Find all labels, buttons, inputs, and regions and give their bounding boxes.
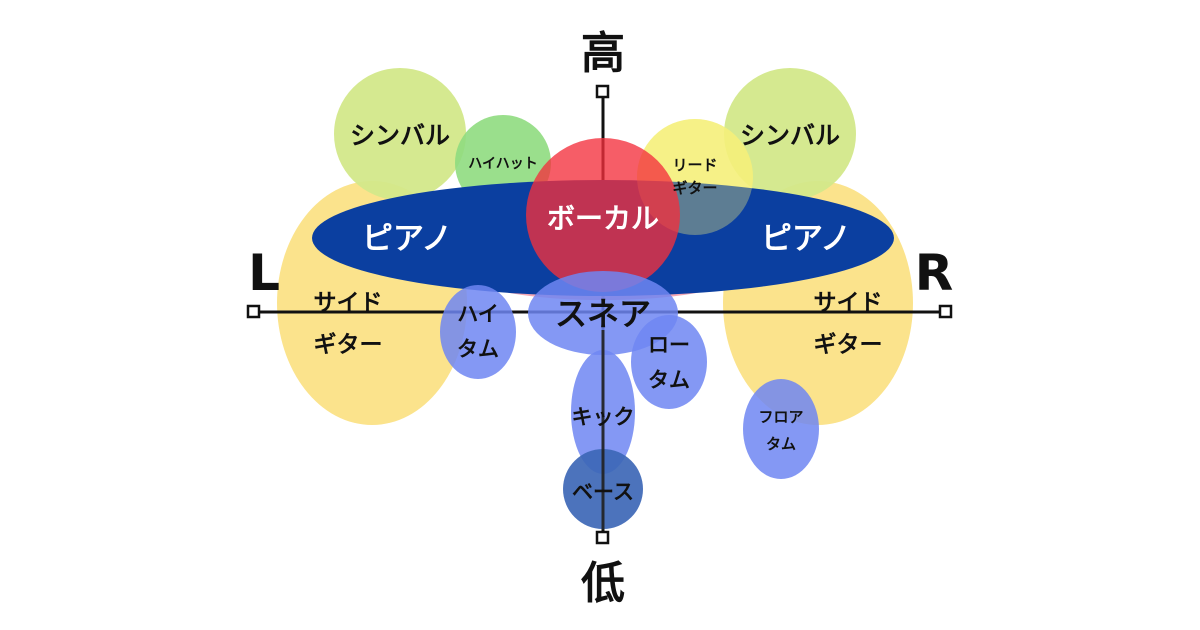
- piano-right-label: ピアノ: [761, 221, 851, 257]
- hi-tom-region: [440, 285, 516, 379]
- hi-tom-label-line1: ハイ: [457, 302, 499, 326]
- cymbal-left-region: [334, 68, 466, 200]
- cymbal-right-label: シンバル: [740, 121, 840, 150]
- floor-tom-region: [743, 379, 819, 479]
- axis-left-endpoint: [246, 304, 261, 319]
- kick-label: キック: [572, 405, 635, 429]
- floor-tom-label-line1: フロア: [758, 408, 803, 426]
- vocal-label: ボーカル: [547, 202, 659, 235]
- floor-tom-label-line2: タム: [766, 435, 796, 453]
- axis-label-right: R: [915, 244, 954, 302]
- cymbal-right-region: [724, 68, 856, 200]
- axis-top-endpoint: [595, 84, 610, 99]
- lead-guitar-label-line2: ギター: [672, 179, 717, 197]
- vocal-region: [526, 138, 680, 292]
- axis-label-low: 低: [581, 558, 625, 609]
- hihat-label: ハイハット: [468, 156, 537, 172]
- axis-bottom-endpoint: [595, 530, 610, 545]
- axis-label-left: L: [248, 244, 280, 302]
- cymbal-left-label: シンバル: [350, 121, 450, 150]
- bass-label: ベース: [572, 480, 634, 504]
- low-tom-label-line1: ロー: [648, 333, 690, 357]
- low-tom-region: [631, 315, 707, 409]
- side-guitar-left-label-line1: サイド: [314, 290, 383, 316]
- low-tom-label-line2: タム: [648, 368, 690, 392]
- snare-label: スネア: [555, 295, 651, 333]
- hi-tom-label-line2: タム: [457, 337, 499, 361]
- side-guitar-right-label-line2: ギター: [814, 332, 883, 358]
- piano-left-label: ピアノ: [362, 221, 452, 257]
- side-guitar-left-label-line2: ギター: [314, 332, 383, 358]
- side-guitar-right-label-line1: サイド: [814, 290, 883, 316]
- lead-guitar-label-line1: リード: [672, 156, 717, 174]
- axis-right-endpoint: [938, 304, 953, 319]
- axis-label-high: 高: [581, 28, 625, 79]
